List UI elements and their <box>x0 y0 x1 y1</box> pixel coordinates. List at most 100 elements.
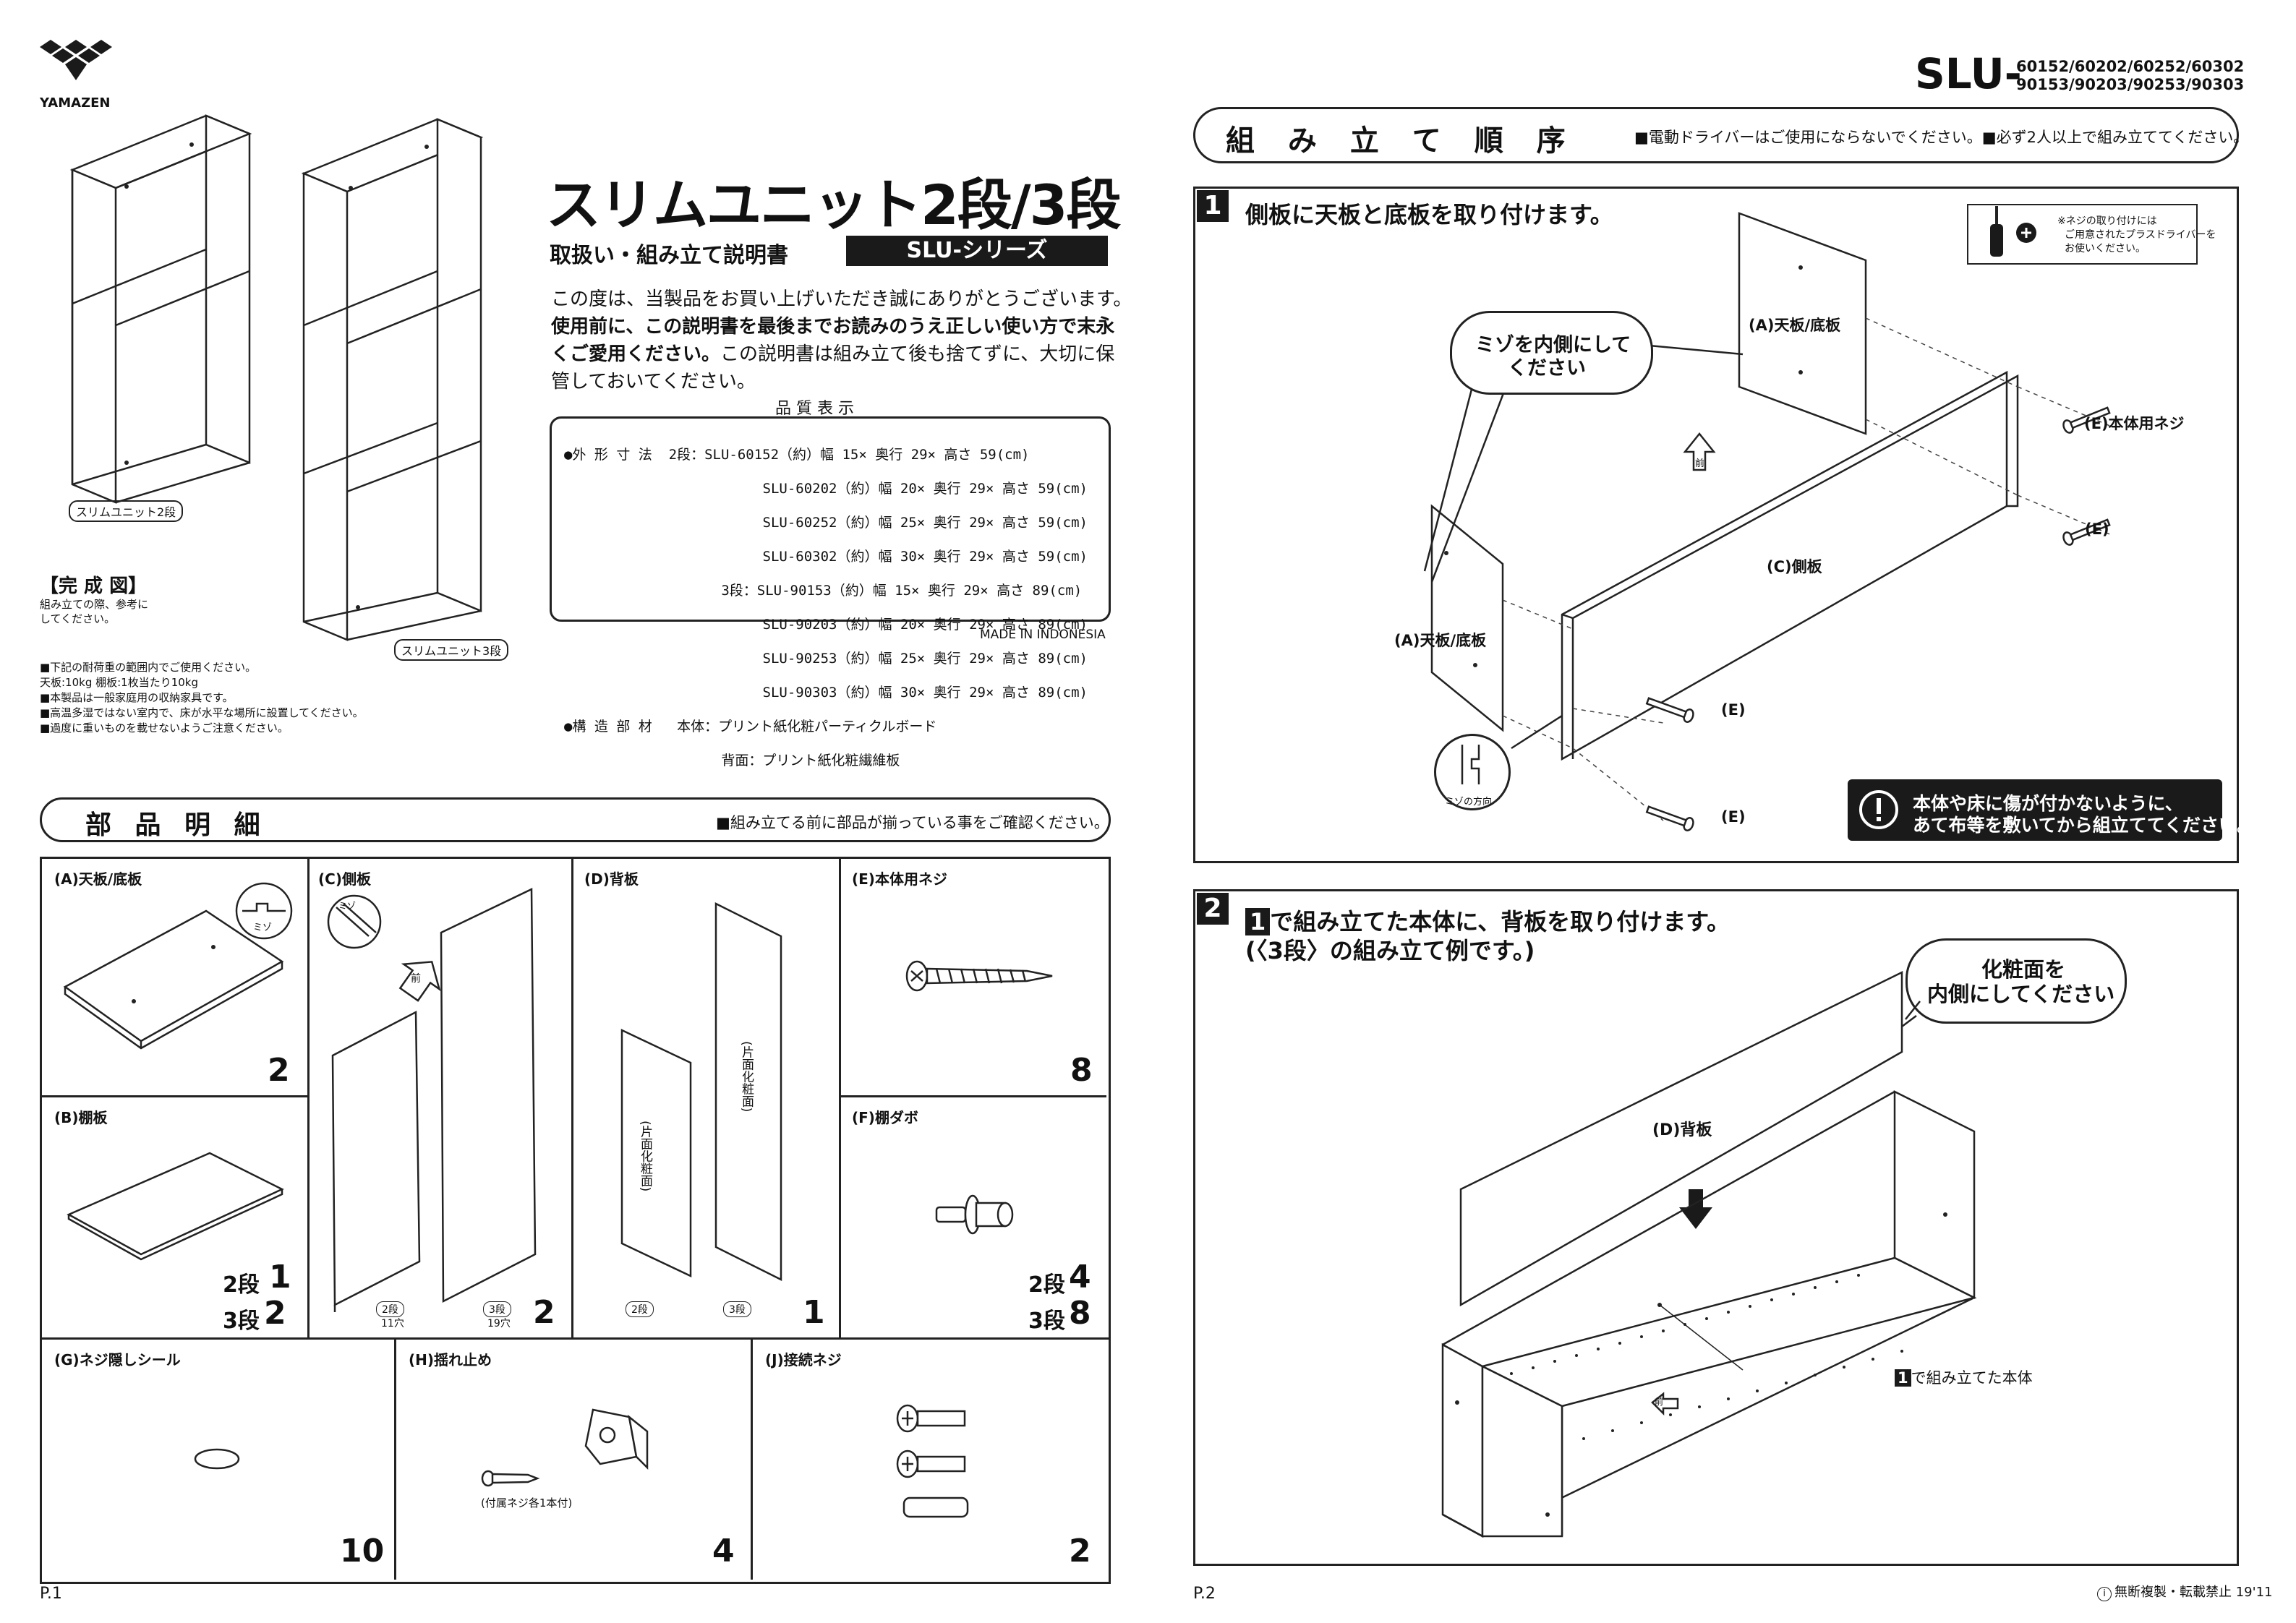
part-f-2tier-qty: 4 <box>1069 1259 1091 1296</box>
parts-note: ■組み立てる前に部品が揃っている事をご確認ください。 <box>716 814 1109 831</box>
part-f-2tier-label: 2段 <box>1028 1272 1065 1298</box>
step2-title-text: で組み立てた本体に、背板を取り付けます。 <box>1270 908 1730 935</box>
unit-3tier-label: スリムユニット3段 <box>394 639 509 661</box>
step2-bubble-line-1: 化粧面を <box>1981 957 2066 982</box>
part-c-label: (C)側板 <box>318 870 371 888</box>
note-2: 天板:10kg 棚板:1枚当たり10kg <box>40 676 199 689</box>
part-c-3tier-tag: 3段 <box>483 1301 511 1317</box>
quality-row: ●外 形 寸 法 2段：SLU-60152（約）幅 15× 奥行 29× 高さ … <box>564 446 1030 463</box>
part-b-shelf-icon <box>67 1152 284 1261</box>
intro-line-4: 管しておいてください。 <box>551 371 756 393</box>
step1-label-a-bottom: (A)天板/底板 <box>1394 632 1487 649</box>
part-a-mizo: ミゾ <box>253 922 273 933</box>
intro-line-3: くご愛用ください。この説明書は組み立て後も捨てずに、大切に保 <box>551 339 1114 366</box>
part-b-3tier-label: 3段 <box>223 1309 260 1334</box>
quality-row: SLU-90253（約）幅 25× 奥行 29× 高さ 89(cm) <box>564 650 1088 667</box>
part-d-back-panel-short <box>620 1029 692 1277</box>
note-4: ■高温多湿ではない室内で、床が水平な場所に設置してください。 <box>40 706 364 719</box>
step2-number: 2 <box>1197 893 1229 925</box>
slim-unit-3tier-illustration <box>301 118 484 641</box>
part-c-3tier-holes: 19穴 <box>487 1318 511 1329</box>
slim-unit-2tier-illustration <box>69 114 252 504</box>
parts-header: 部 品 明 細 <box>85 810 268 840</box>
assembly-header: 組 み 立 て 順 序 <box>1226 124 1577 158</box>
part-e-qty: 8 <box>1070 1052 1093 1089</box>
part-h-note: (付属ネジ各1本付) <box>481 1496 573 1509</box>
step1-label-e-2: (E) <box>2085 521 2109 538</box>
part-b-3tier-qty: 2 <box>264 1295 286 1332</box>
part-c-2tier-holes: 11穴 <box>381 1318 404 1329</box>
step2-body-text: で組み立てた本体 <box>1911 1369 2033 1387</box>
part-d-qty: 1 <box>803 1294 825 1331</box>
no-copy-icon: i <box>2097 1587 2112 1601</box>
part-b-2tier-label: 2段 <box>223 1272 260 1298</box>
step1-title: 側板に天板と底板を取り付けます。 <box>1245 201 1613 228</box>
quality-row: SLU-60302（約）幅 30× 奥行 29× 高さ 59(cm) <box>564 548 1088 565</box>
groove-direction-circle <box>1434 734 1511 810</box>
step2-body-ref: 1 <box>1895 1369 1911 1387</box>
unit-2tier-label: スリムユニット2段 <box>69 500 184 522</box>
note-3: ■本製品は一般家庭用の収納家具です。 <box>40 691 234 704</box>
part-b-label: (B)棚板 <box>54 1109 108 1126</box>
warning-line-1: 本体や床に傷が付かないように、 <box>1913 793 2183 814</box>
complete-note-2: してください。 <box>40 612 116 625</box>
part-c-mizo-icon <box>327 894 382 949</box>
quality-row: ●構 造 部 材 本体：プリント紙化粧パーティクルボード <box>564 718 937 735</box>
quality-row: SLU-90303（約）幅 30× 奥行 29× 高さ 89(cm) <box>564 684 1088 701</box>
step2-label-d: (D)背板 <box>1652 1121 1712 1139</box>
warning-box <box>1848 779 2222 841</box>
part-c-mizo: ミゾ <box>338 901 357 911</box>
complete-title: 【完 成 図】 <box>40 575 148 597</box>
quality-header: 品 質 表 示 <box>775 400 854 418</box>
step1-label-e-4: (E) <box>1721 808 1746 826</box>
step1-mae: 前 <box>1695 458 1705 469</box>
part-a-label: (A)天板/底板 <box>54 870 142 888</box>
quality-rows: ●外 形 寸 法 2段：SLU-60152（約）幅 15× 奥行 29× 高さ … <box>564 429 1088 787</box>
step1-bubble-line-1: ミゾを内側にして <box>1475 334 1631 356</box>
assembly-note: ■電動ドライバーはご使用にならないでください。■必ず2人以上で組み立ててください… <box>1634 129 2249 146</box>
model-prefix: SLU- <box>1915 49 2022 98</box>
bracket-screw-icon <box>481 1470 540 1487</box>
step2-assembly-diagram <box>1441 970 1977 1538</box>
warning-line-2: あて布等を敷いてから組立ててください。 <box>1913 815 2256 836</box>
warning-icon <box>1859 790 1898 829</box>
part-d-face-tall: (片面化粧面) <box>739 1041 754 1113</box>
part-d-label: (D)背板 <box>584 870 639 888</box>
groove-direction-label: ミゾの方向 <box>1445 797 1493 808</box>
quality-row: 3段：SLU-90153（約）幅 15× 奥行 29× 高さ 89(cm) <box>564 582 1083 599</box>
intro-line-2: 使用前に、この説明書を最後までお読みのうえ正しい使い方で末永 <box>551 316 1115 338</box>
part-h-qty: 4 <box>712 1533 735 1570</box>
note-5: ■過度に重いものを載せないようご注意ください。 <box>40 721 289 735</box>
model-codes-line-1: 60152/60202/60252/60302 <box>2016 58 2245 75</box>
quality-row: SLU-90203（約）幅 20× 奥行 29× 高さ 89(cm) <box>564 616 1088 633</box>
step1-bubble-line-2: ください <box>1508 357 1586 380</box>
quality-row: SLU-60252（約）幅 25× 奥行 29× 高さ 59(cm) <box>564 514 1088 531</box>
part-h-label: (H)揺れ止め <box>409 1351 492 1369</box>
brand-name: YAMAZEN <box>40 95 111 111</box>
groove-direction-icon <box>1461 745 1480 784</box>
step2-frame <box>1193 889 2239 1566</box>
driver-note-1: ※ネジの取り付けには <box>2057 215 2157 227</box>
part-c-side-panel-short <box>331 1010 421 1312</box>
assembly-header-bar <box>1193 107 2239 163</box>
part-c-side-panel-tall <box>440 888 537 1303</box>
quality-row: SLU-60202（約）幅 20× 奥行 29× 高さ 59(cm) <box>564 480 1088 497</box>
model-codes-line-2: 90153/90203/90253/90303 <box>2016 76 2245 93</box>
driver-note-3: お使いください。 <box>2065 243 2146 254</box>
step1-label-c: (C)側板 <box>1767 558 1822 575</box>
intro-line-3-rest: この説明書は組み立て後も捨てずに、大切に保 <box>720 343 1115 365</box>
part-c-qty: 2 <box>533 1294 555 1331</box>
body-screw-icon <box>905 960 1053 992</box>
part-c-mae: 前 <box>411 973 421 985</box>
anti-tip-bracket-icon <box>584 1408 649 1470</box>
series-badge: SLU-シリーズ <box>846 236 1108 266</box>
intro-line-3-bold: くご愛用ください。 <box>551 343 721 365</box>
part-d-2tier-tag: 2段 <box>626 1301 654 1317</box>
part-d-face-short: (片面化粧面) <box>638 1121 652 1192</box>
step2-ref-badge: 1 <box>1245 908 1271 935</box>
front-arrow-icon <box>398 961 441 1002</box>
product-title: スリムユニット2段/3段 <box>546 173 1122 237</box>
page-number-2: P.2 <box>1193 1585 1216 1603</box>
